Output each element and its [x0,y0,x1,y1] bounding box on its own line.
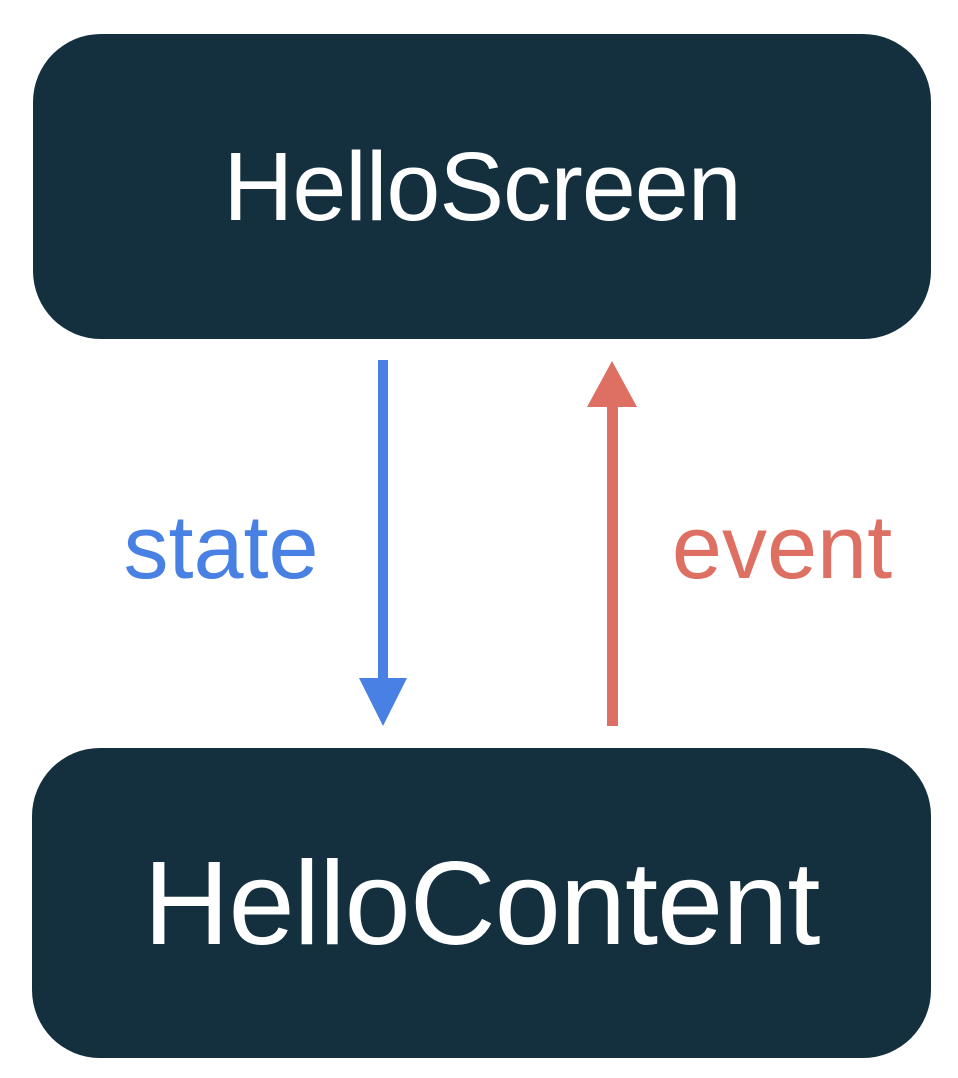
event-arrowhead-icon [587,361,637,407]
node-helloscreen: HelloScreen [33,34,931,339]
state-arrow-shaft [378,360,388,682]
node-helloscreen-label: HelloScreen [223,131,741,241]
node-hellocontent-label: HelloContent [143,836,821,970]
state-edge-label: state [123,498,319,598]
event-arrow-shaft [607,405,618,726]
node-hellocontent: HelloContent [32,748,931,1058]
event-edge-label: event [671,498,893,598]
state-arrowhead-icon [359,678,407,726]
